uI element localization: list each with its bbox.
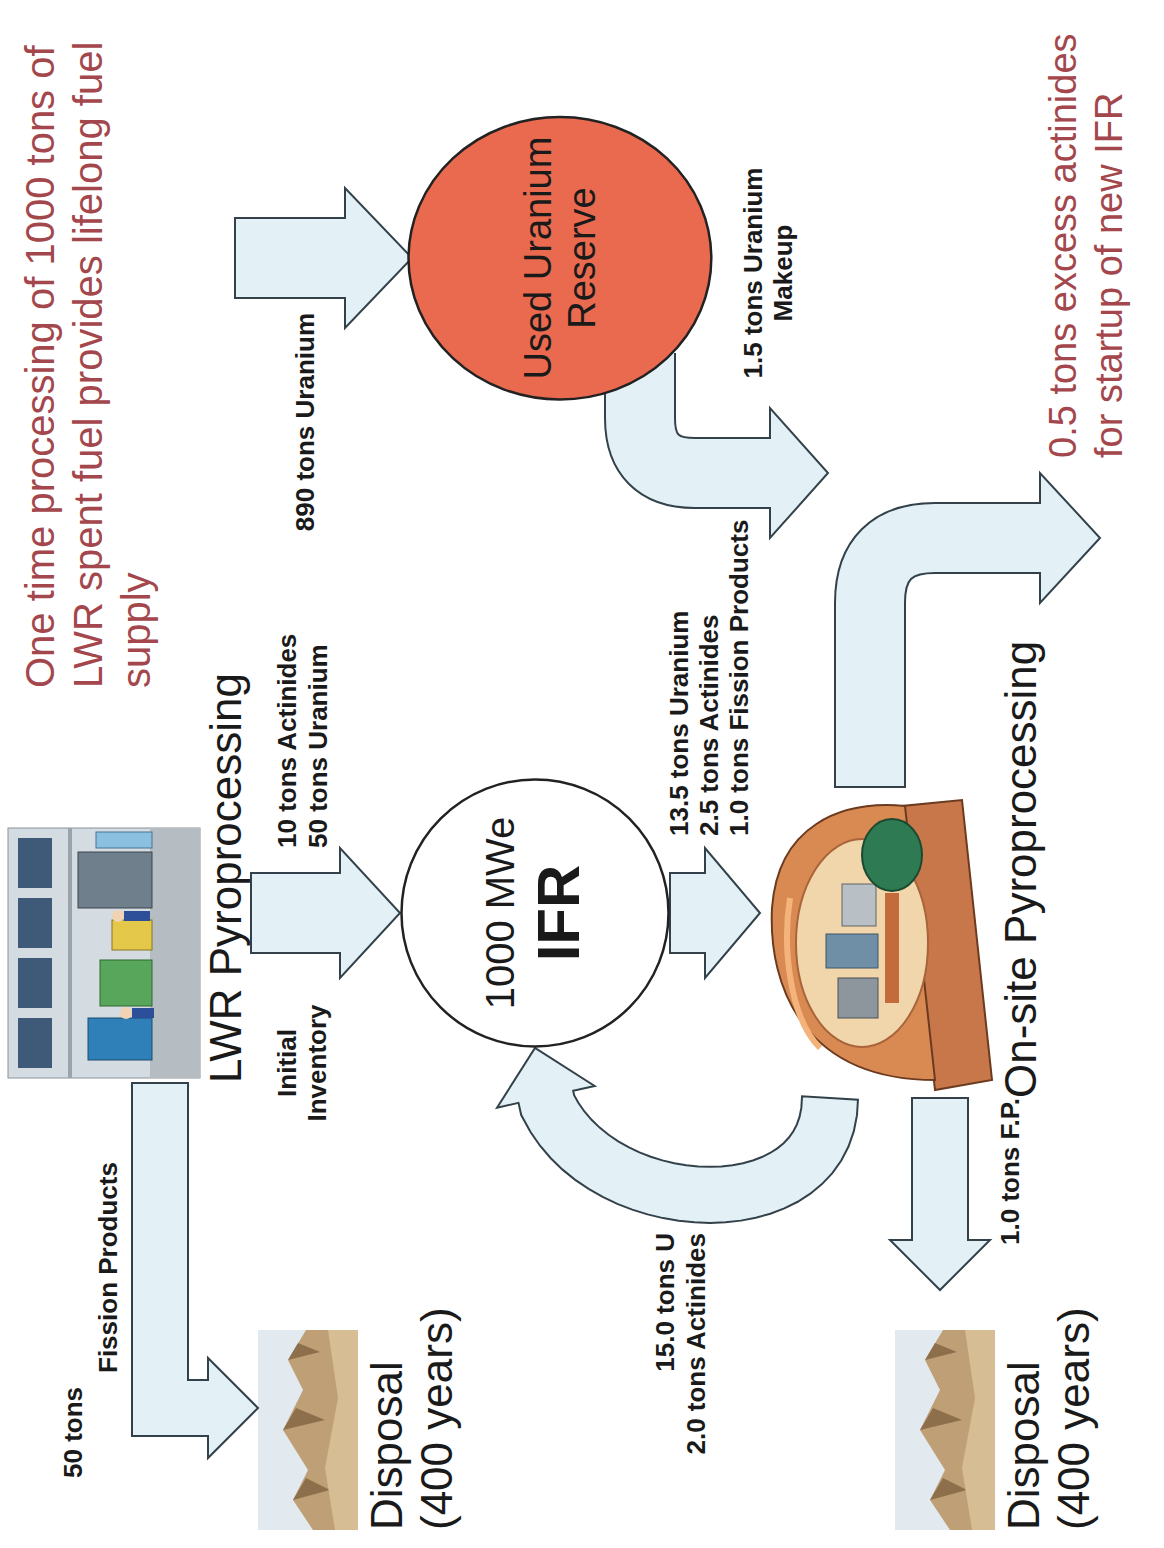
flow-arrow [251, 848, 400, 978]
process-facility: LWR Pyroprocessing [5, 673, 251, 1083]
onsite-facility-illustration [862, 819, 922, 891]
quantity-label: 1.0 tons F.P. [995, 1098, 1025, 1258]
quantity-label: 50 tons [58, 1387, 88, 1478]
desert-photo [895, 1330, 995, 1530]
facility-label: Disposal (400 years) [362, 1290, 462, 1530]
quantity-label: 13.5 tons Uranium [664, 611, 694, 836]
node-label: Used Uranium Reserve [516, 133, 604, 383]
facility-label: LWR Pyroprocessing [201, 673, 251, 1083]
note-text: 0.5 tons excess actinides for startup of… [1040, 18, 1132, 458]
node-label: 1000 MWe [476, 817, 524, 1010]
quantity-label: Fission Products [93, 1162, 123, 1373]
quantity-label: 2.0 tons Actinides [681, 1233, 711, 1473]
flow-label: Initial Inventory [272, 988, 332, 1138]
hot-cell-illustration [112, 910, 124, 922]
hot-cell-illustration [124, 911, 150, 921]
slide-title: One time processing of 1000 tons of LWR … [16, 18, 160, 688]
hot-cell-illustration [68, 828, 72, 1078]
disposal-site: Disposal (400 years) [258, 1290, 462, 1530]
hot-cell-illustration [78, 852, 152, 908]
block-arrow [770, 408, 828, 538]
onsite-facility-illustration [838, 978, 878, 1018]
node-label: IFR [524, 865, 594, 962]
flow-arrow [890, 1098, 990, 1290]
disposal-site: Disposal (400 years) [895, 1290, 1099, 1530]
desert-photo [920, 1343, 967, 1500]
desert-photo [283, 1343, 330, 1500]
hot-cell-illustration [8, 828, 200, 1078]
hot-cell-illustration [96, 832, 152, 848]
desert-photo [325, 1330, 358, 1530]
hot-cell-illustration [88, 1018, 152, 1060]
block-arrow [235, 188, 412, 328]
quantity-label: 2.5 tons Actinides [694, 614, 724, 836]
quantity-label: 890 tons Uranium [290, 313, 320, 553]
reactor-circle: 1000 MWeIFR [400, 778, 670, 1048]
hot-cell-illustration [18, 898, 52, 948]
hot-cell-illustration [120, 1007, 132, 1019]
quantity-label: 50 tons Uranium [303, 644, 333, 848]
onsite-facility-illustration [842, 884, 876, 926]
hot-cell-illustration [100, 960, 152, 1006]
onsite-facility-illustration [885, 893, 899, 1003]
hot-cell-illustration [150, 828, 200, 1078]
desert-photo [258, 1330, 358, 1530]
reserve-ellipse-outline [407, 115, 713, 400]
hot-cell-illustration [18, 958, 52, 1008]
block-arrow [640, 353, 828, 538]
hot-cell-illustration [112, 920, 152, 950]
reactor-circle-outline [402, 780, 669, 1047]
facility-label: Disposal (400 years) [999, 1290, 1099, 1530]
hot-cell-illustration [18, 1018, 52, 1068]
reserve-ellipse-outline [409, 117, 712, 399]
process-facility: On-site Pyroprocessing [760, 641, 1046, 1098]
onsite-facility-illustration [787, 898, 820, 1048]
hot-cell-illustration [132, 1008, 154, 1018]
flow-arrow [670, 848, 760, 978]
block-arrow [1040, 473, 1100, 603]
onsite-facility-illustration [826, 934, 878, 968]
hot-cell-illustration [8, 828, 200, 1078]
desert-photo [962, 1330, 995, 1530]
flow-arrow [132, 1083, 258, 1458]
flow-arrow [497, 1048, 858, 1223]
block-arrow [235, 188, 412, 328]
desert-photo [283, 1330, 358, 1530]
reserve-ellipse: Used Uranium Reserve [407, 115, 713, 400]
quantity-label: 15.0 tons U [650, 1233, 680, 1473]
desert-photo [895, 1330, 995, 1530]
desert-photo [258, 1330, 358, 1530]
desert-photo [920, 1330, 995, 1530]
block-arrow [870, 473, 1100, 788]
hot-cell-illustration [18, 838, 52, 888]
onsite-facility-illustration [772, 805, 935, 1080]
quantity-label: 1.5 tons Uranium Makeup [738, 158, 798, 388]
quantity-label: 10 tons Actinides [272, 634, 302, 848]
facility-label: On-site Pyroprocessing [996, 641, 1046, 1098]
onsite-facility-illustration [772, 800, 992, 1090]
quantity-label: 1.0 tons Fission Products [724, 520, 754, 836]
